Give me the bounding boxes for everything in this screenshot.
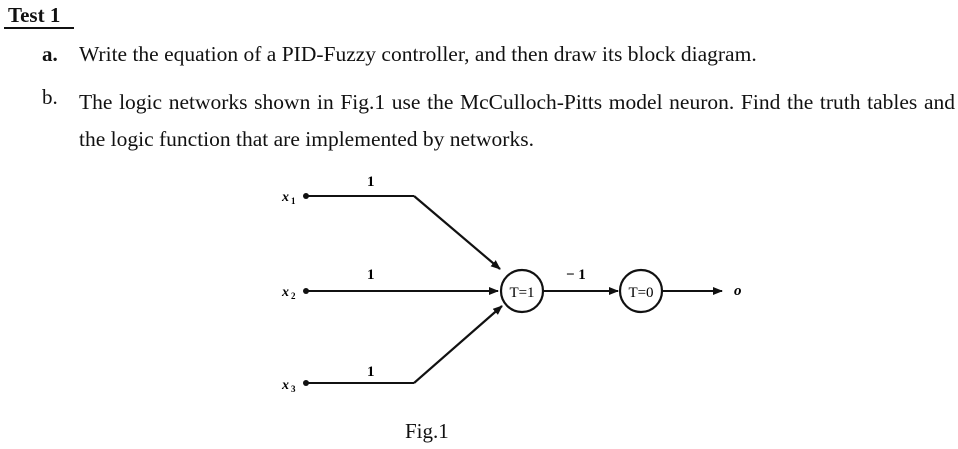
- input-x3-arrow: [413, 305, 503, 384]
- page-title: Test 1: [8, 3, 61, 27]
- input-x1-sub: 1: [291, 196, 296, 206]
- neuron-1: T=1: [499, 268, 545, 314]
- question-a-marker: a.: [42, 42, 58, 66]
- input-x1-var: x: [281, 190, 289, 205]
- neuron-2-threshold: T=0: [628, 285, 653, 301]
- weight-x3-label: 1: [367, 364, 375, 380]
- input-x2-sub: 2: [291, 291, 296, 301]
- neuron-2: T=0: [618, 268, 664, 314]
- input-x3-var: x: [281, 378, 289, 393]
- weight-x1-label: 1: [367, 174, 375, 190]
- input-x3-sub: 3: [291, 384, 296, 394]
- question-b-text: The logic networks shown in Fig.1 use th…: [79, 90, 955, 151]
- input-x1-arrow: [413, 195, 501, 270]
- question-b-marker: b.: [42, 85, 58, 109]
- neuron-link-weight: − 1: [566, 267, 586, 283]
- neuron-1-threshold: T=1: [509, 285, 534, 301]
- input-x2: x 2 1: [281, 267, 499, 301]
- weight-x2-label: 1: [367, 267, 375, 283]
- output-label: o: [734, 283, 742, 299]
- question-a-text: Write the equation of a PID-Fuzzy contro…: [79, 42, 757, 66]
- input-x3: x 3 1: [281, 305, 503, 394]
- input-x1: x 1 1: [281, 174, 501, 270]
- title-underline: [4, 27, 74, 29]
- input-x2-var: x: [281, 285, 289, 300]
- figure-caption: Fig.1: [405, 419, 449, 443]
